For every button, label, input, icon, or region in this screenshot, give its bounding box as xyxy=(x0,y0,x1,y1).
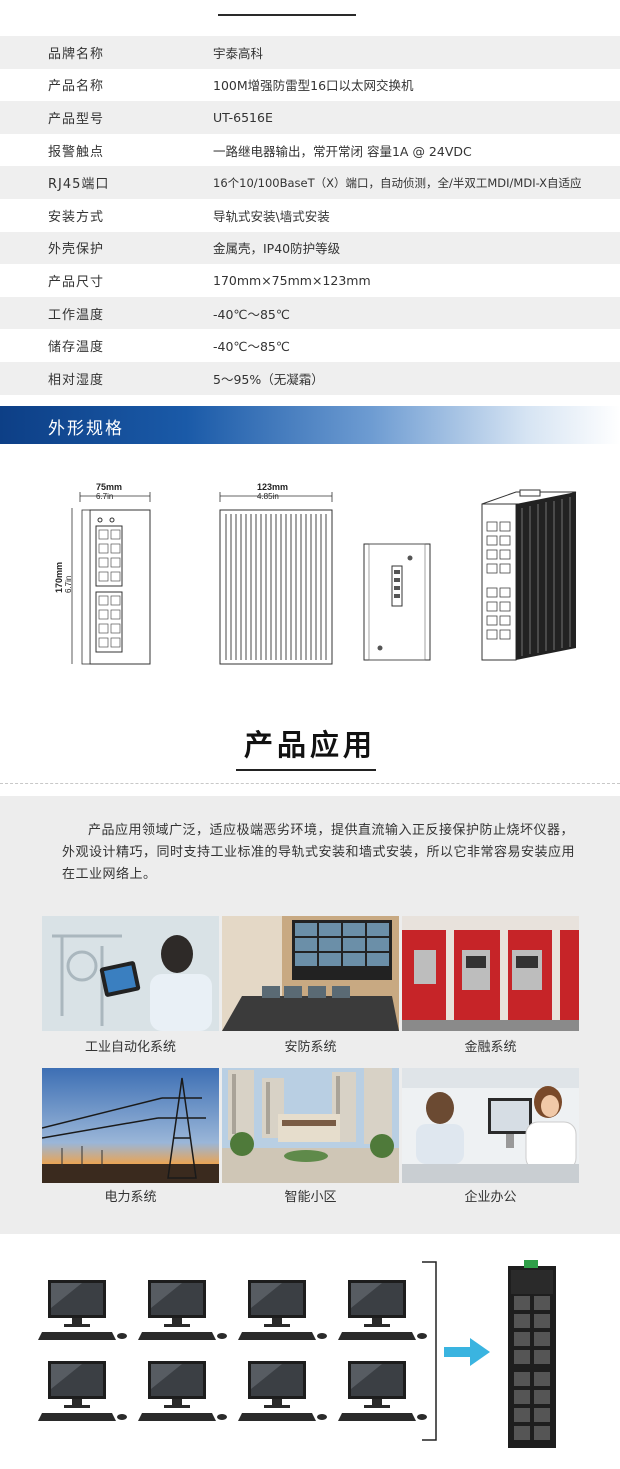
spec-row: 产品尺寸 170mm×75mm×123mm xyxy=(0,264,620,297)
spec-value: 导轨式安装\墙式安装 xyxy=(213,208,330,224)
network-drawing xyxy=(38,1260,556,1448)
dashed-divider xyxy=(0,783,620,784)
spec-row: 产品名称 100M增强防雷型16口以太网交换机 xyxy=(0,68,620,102)
spec-key: 报警触点 xyxy=(48,144,105,160)
spec-row: 相对湿度 5～95%（无凝霜） xyxy=(0,361,620,395)
spec-key: RJ45端口 xyxy=(48,177,110,193)
spec-value: 一路继电器输出，常开常闭 容量1A @ 24VDC xyxy=(213,143,472,159)
spec-key: 产品名称 xyxy=(48,79,105,95)
spec-row: 工作温度 -40℃～85℃ xyxy=(0,296,620,330)
tile-caption: 安防系统 xyxy=(284,1040,337,1055)
finance-system-photo xyxy=(402,916,579,1031)
spec-row: 报警触点 一路继电器输出，常开常闭 容量1A @ 24VDC xyxy=(0,133,620,167)
power-system-photo xyxy=(42,1068,219,1183)
tile-caption: 企业办公 xyxy=(464,1190,517,1205)
title-underline xyxy=(236,769,376,771)
tile-caption: 金融系统 xyxy=(464,1040,517,1055)
industrial-automation-photo xyxy=(42,916,219,1031)
security-system-photo xyxy=(222,916,399,1031)
smart-community-photo xyxy=(222,1068,399,1183)
office-photo xyxy=(402,1068,579,1183)
spec-row: 安装方式 导轨式安装\墙式安装 xyxy=(0,198,620,232)
spec-value: 金属壳，IP40防护等级 xyxy=(213,241,341,257)
tile-caption: 电力系统 xyxy=(104,1190,157,1205)
application-panel: 产品应用领域广泛，适应极端恶劣环境，提供直流输入正反接保护防止烧坏仪器，外观设计… xyxy=(0,796,620,1234)
spec-value: UT-6516E xyxy=(213,109,273,125)
banner-title: 外形规格 xyxy=(48,419,124,439)
spec-value: -40℃～85℃ xyxy=(213,339,290,355)
spec-row: 储存温度 -40℃～85℃ xyxy=(0,329,620,362)
spec-value: -40℃～85℃ xyxy=(213,306,290,322)
spec-key: 储存温度 xyxy=(48,340,105,356)
spec-row: 品牌名称 宇泰高科 xyxy=(0,36,620,69)
section-banner: 外形规格 xyxy=(0,406,620,444)
application-intro: 产品应用领域广泛，适应极端恶劣环境，提供直流输入正反接保护防止烧坏仪器，外观设计… xyxy=(62,823,576,882)
spec-value: 100M增强防雷型16口以太网交换机 xyxy=(213,78,414,94)
spec-row: RJ45端口 16个10/100BaseT（X）端口，自动侦测，全/半双工MDI/… xyxy=(0,166,620,199)
tile-caption: 智能小区 xyxy=(284,1190,337,1205)
back-view-drawing xyxy=(363,543,431,661)
spec-value: 16个10/100BaseT（X）端口，自动侦测，全/半双工MDI/MDI-X自… xyxy=(213,175,582,190)
spec-value: 宇泰高科 xyxy=(213,45,264,61)
side-view-drawing xyxy=(219,492,333,665)
spec-key: 品牌名称 xyxy=(48,46,105,62)
spec-value: 170mm×75mm×123mm xyxy=(213,272,371,288)
spec-key: 相对湿度 xyxy=(48,372,105,388)
tile-caption: 工业自动化系统 xyxy=(84,1040,176,1055)
network-diagram xyxy=(0,1234,620,1469)
spec-row: 产品型号 UT-6516E xyxy=(0,101,620,134)
front-view-drawing xyxy=(71,492,151,665)
spec-key: 安装方式 xyxy=(48,209,105,225)
spec-row: 外壳保护 金属壳，IP40防护等级 xyxy=(0,231,620,265)
spec-table: 品牌名称 宇泰高科 产品名称 100M增强防雷型16口以太网交换机 产品型号 UT-6… xyxy=(0,36,620,395)
top-divider xyxy=(218,14,356,16)
spec-key: 外壳保护 xyxy=(48,242,105,258)
spec-key: 工作温度 xyxy=(48,307,105,323)
spec-key: 产品型号 xyxy=(48,111,105,127)
section-title: 产品应用 xyxy=(243,728,376,762)
spec-key: 产品尺寸 xyxy=(48,274,105,290)
spec-value: 5～95%（无凝霜） xyxy=(213,371,324,387)
isometric-view-drawing xyxy=(481,489,577,661)
